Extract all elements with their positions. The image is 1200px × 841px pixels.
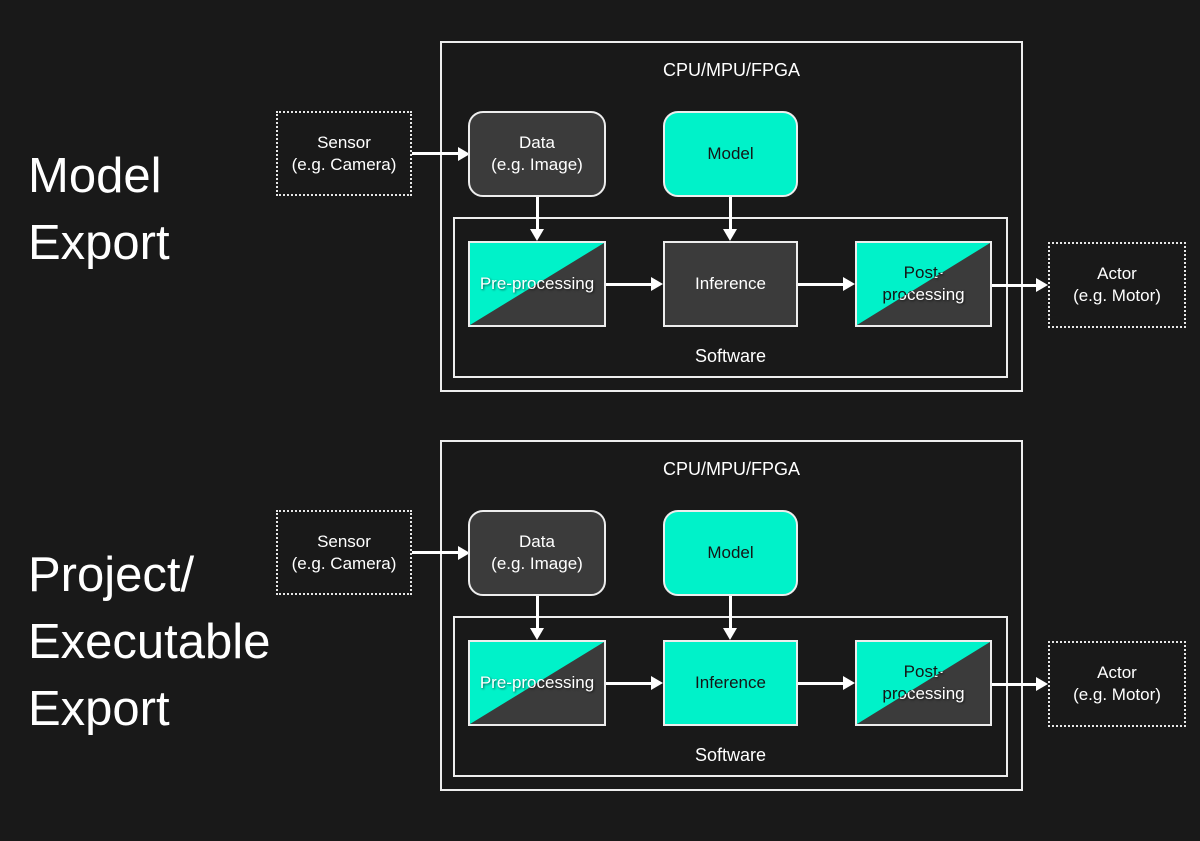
- actor-label-line1: Actor: [1097, 264, 1137, 283]
- arrow-stem: [606, 682, 652, 685]
- data-label-line2: (e.g. Image): [491, 155, 583, 174]
- arrow-stem: [606, 283, 652, 286]
- data-label-line1: Data: [519, 133, 555, 152]
- arrow-stem: [536, 596, 539, 629]
- arrow-stem: [729, 197, 732, 230]
- inference-label: Inference: [695, 274, 766, 293]
- sensor-label-line1: Sensor: [317, 132, 371, 152]
- arrow-head-icon: [530, 229, 544, 241]
- title-line: Model: [28, 149, 162, 203]
- actor-box: Actor (e.g. Motor): [1048, 242, 1186, 328]
- title-line: Project/: [28, 548, 195, 602]
- pre-processing-box: Pre-processing Pre-processing: [468, 241, 606, 327]
- title-line: Export: [28, 682, 170, 736]
- arrow-head-icon: [843, 277, 855, 291]
- data-label-line1: Data: [519, 532, 555, 551]
- arrow-stem: [992, 284, 1037, 287]
- actor-box: Actor (e.g. Motor): [1048, 641, 1186, 727]
- arrow-stem: [729, 596, 732, 629]
- arrow-head-icon: [458, 546, 470, 560]
- arrow-head-icon: [651, 277, 663, 291]
- model-label: Model: [707, 144, 754, 163]
- software-label: Software: [694, 346, 767, 366]
- sensor-box: Sensor (e.g. Camera): [276, 111, 412, 196]
- sensor-box: Sensor (e.g. Camera): [276, 510, 412, 595]
- hardware-label: CPU/MPU/FPGA: [662, 60, 800, 80]
- software-label: Software: [694, 745, 767, 765]
- actor-label-line2: (e.g. Motor): [1073, 685, 1161, 704]
- sensor-label-line2: (e.g. Camera): [291, 553, 397, 573]
- model-export-diagram: Model Export CPU/MPU/FPGA Sensor (e.g. C…: [28, 41, 1186, 392]
- arrow-head-icon: [1036, 677, 1048, 691]
- arrow-head-icon: [530, 628, 544, 640]
- post-processing-label-line1: Post-: [903, 662, 944, 681]
- hardware-box: [440, 41, 1023, 392]
- arrow-head-icon: [651, 676, 663, 690]
- arrow-head-icon: [723, 229, 737, 241]
- arrow-stem: [536, 197, 539, 230]
- data-box: Data (e.g. Image): [468, 111, 606, 197]
- title-line: Executable: [28, 615, 271, 669]
- model-box: Model: [663, 111, 798, 197]
- arrow-stem: [412, 551, 458, 554]
- arrow-head-icon: [458, 147, 470, 161]
- sensor-label-line1: Sensor: [317, 531, 371, 551]
- pre-processing-box: Pre-processing Pre-processing: [468, 640, 606, 726]
- sensor-label-line2: (e.g. Camera): [291, 154, 397, 174]
- arrow-stem: [798, 283, 844, 286]
- hardware-label: CPU/MPU/FPGA: [662, 459, 800, 479]
- arrow-head-icon: [1036, 278, 1048, 292]
- inference-box: Inference: [663, 640, 798, 726]
- actor-label-line2: (e.g. Motor): [1073, 286, 1161, 305]
- title-line: Export: [28, 216, 170, 270]
- data-label-line2: (e.g. Image): [491, 554, 583, 573]
- actor-label-line1: Actor: [1097, 663, 1137, 682]
- diagram-title: Model Export: [28, 143, 170, 277]
- diagram-title: Project/ Executable Export: [28, 542, 270, 743]
- post-processing-label-line1: Post-: [903, 263, 944, 282]
- hardware-box: [440, 440, 1023, 791]
- post-processing-box: Post- processing Post- processing: [855, 640, 992, 726]
- model-label: Model: [707, 543, 754, 562]
- inference-box: Inference: [663, 241, 798, 327]
- arrow-head-icon: [843, 676, 855, 690]
- inference-label: Inference: [695, 673, 766, 692]
- post-processing-box: Post- processing Post- processing: [855, 241, 992, 327]
- data-box: Data (e.g. Image): [468, 510, 606, 596]
- arrow-stem: [412, 152, 458, 155]
- project-executable-export-diagram: Project/ Executable Export CPU/MPU/FPGA …: [0, 399, 1200, 820]
- arrow-stem: [992, 683, 1037, 686]
- arrow-head-icon: [723, 628, 737, 640]
- model-box: Model: [663, 510, 798, 596]
- arrow-stem: [798, 682, 844, 685]
